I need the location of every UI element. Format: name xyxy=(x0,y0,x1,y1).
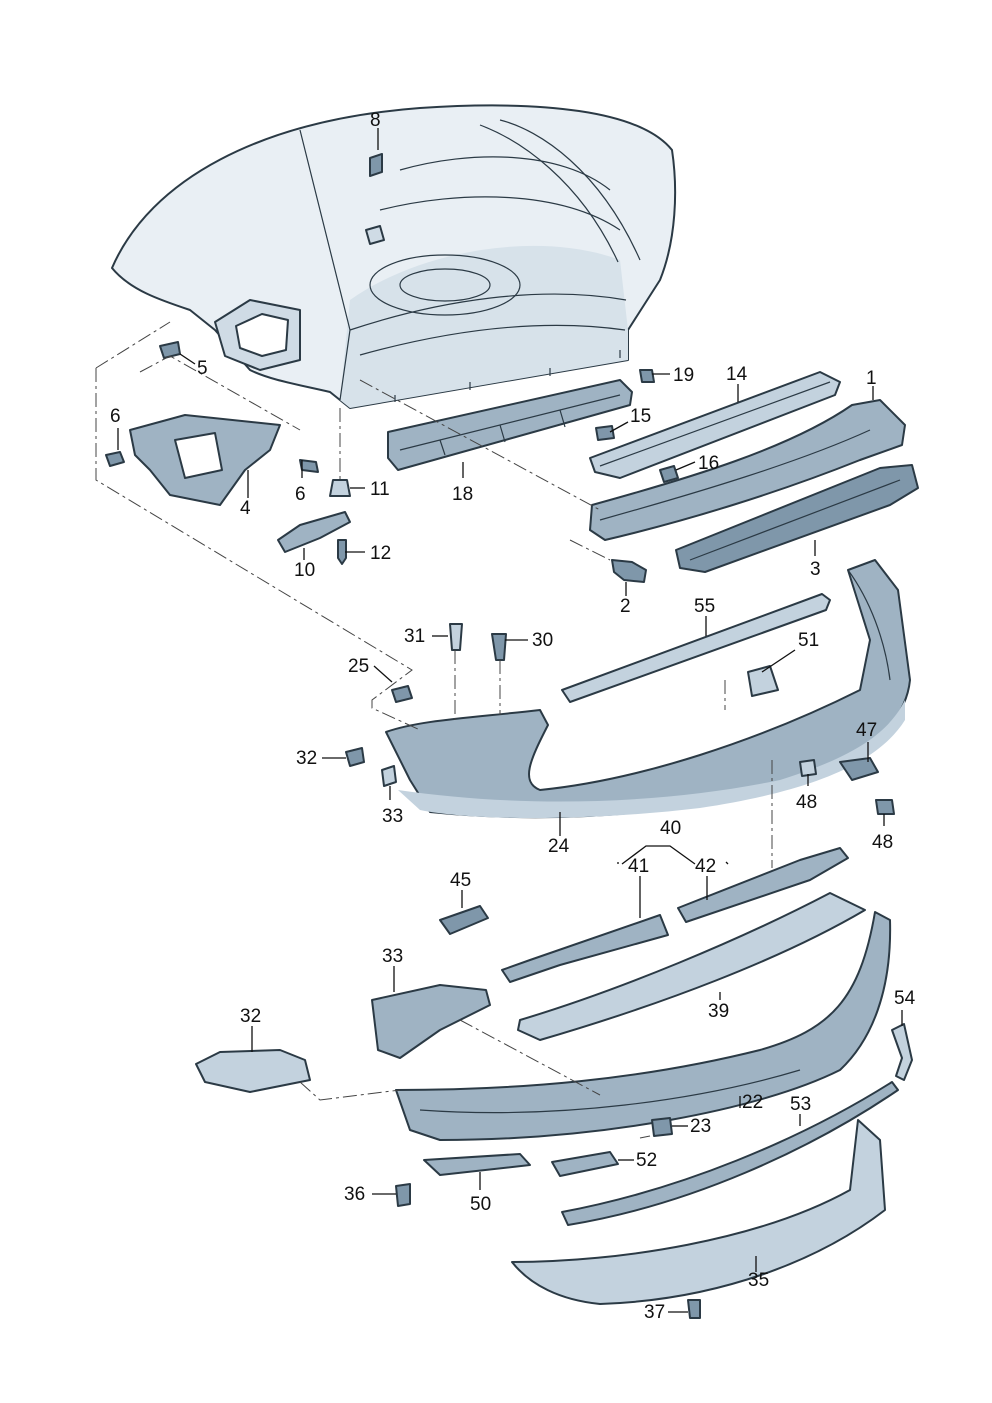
callout-53: 53 xyxy=(790,1094,811,1115)
part-39-carrier xyxy=(517,892,866,1041)
callout-32: 32 xyxy=(240,1006,261,1027)
part-18-trim-panel xyxy=(387,379,633,471)
callout-21: 25 xyxy=(348,656,369,677)
part-2-bolt xyxy=(611,559,647,583)
callout-2: 2 xyxy=(620,596,631,617)
callout-36: 36 xyxy=(344,1184,365,1205)
callout-22: 30 xyxy=(532,630,553,651)
callout-45: 45 xyxy=(450,870,471,891)
part-12-bolt xyxy=(337,539,347,565)
callout-6-left: 6 xyxy=(110,406,121,427)
part-21-clip xyxy=(391,685,413,703)
callout-35: 35 xyxy=(748,1270,769,1291)
callout-46: 47 xyxy=(856,720,877,741)
callout-3: 3 xyxy=(810,559,821,580)
callout-16: 16 xyxy=(698,453,719,474)
part-14-guide-mesh xyxy=(589,371,841,479)
part-47-screw xyxy=(875,799,895,815)
part-19-nut xyxy=(639,369,655,383)
part-55-step-strip xyxy=(561,593,831,703)
callout-37: 37 xyxy=(644,1302,665,1323)
part-42-guide-profile xyxy=(677,847,849,923)
part-20-bumper-cover xyxy=(385,559,911,819)
leader-lines xyxy=(117,128,903,1313)
part-30-lower-bumper xyxy=(395,911,892,1141)
callout-51: 51 xyxy=(798,630,819,651)
callout-47: 48 xyxy=(872,832,893,853)
callout-1: 1 xyxy=(866,368,877,389)
callout-14: 14 xyxy=(726,364,748,385)
part-32-side-trim xyxy=(195,1049,311,1093)
part-37-screw xyxy=(687,1299,701,1319)
callout-18: 18 xyxy=(452,484,473,505)
part-48-holder xyxy=(799,759,817,777)
callout-52: 52 xyxy=(636,1150,657,1171)
part-6-screw-right xyxy=(299,459,319,473)
part-35-diffuser xyxy=(511,1119,886,1305)
callout-40: 40 xyxy=(660,818,681,839)
callout-8: 8 xyxy=(370,110,381,131)
callout-10: 10 xyxy=(294,560,315,581)
callout-23: 31 xyxy=(404,626,425,647)
part-45-bracket xyxy=(439,905,489,935)
part-31-cover-cap xyxy=(651,1117,673,1137)
parts xyxy=(105,341,919,1319)
part-15-screw xyxy=(595,425,615,441)
callout-39: 39 xyxy=(708,1001,729,1022)
part-25-clip xyxy=(381,765,397,787)
part-24-screw xyxy=(345,747,365,767)
vehicle-rear-body xyxy=(111,104,677,409)
part-46-sensor xyxy=(839,757,879,781)
callout-15: 15 xyxy=(630,406,651,427)
callout-54: 54 xyxy=(894,988,916,1009)
callout-24: 32 xyxy=(296,748,317,769)
part-3-impact-absorber xyxy=(675,464,919,573)
callout-25: 33 xyxy=(382,806,403,827)
callout-6-right: 6 xyxy=(295,484,306,505)
part-51-bracket xyxy=(747,665,779,697)
part-41-guide-profile xyxy=(501,914,669,983)
part-11-clip xyxy=(329,479,351,497)
part-52-trim xyxy=(551,1151,619,1177)
assembly-lines xyxy=(95,321,773,1139)
callout-5: 5 xyxy=(197,358,208,379)
part-6-screw-left xyxy=(105,451,125,467)
callout-50: 50 xyxy=(470,1194,491,1215)
callout-19: 19 xyxy=(673,365,694,386)
part-33-side-bracket xyxy=(371,984,491,1059)
part-1-bracket xyxy=(589,399,906,541)
part-16-screw xyxy=(659,465,679,483)
callout-31: 23 xyxy=(690,1116,711,1137)
callout-42: 42 xyxy=(695,856,716,877)
part-10-bracket xyxy=(277,511,351,553)
callout-48: 48 xyxy=(796,792,817,813)
callout-55: 55 xyxy=(694,596,715,617)
callout-30: 22 xyxy=(742,1092,763,1113)
callout-12: 12 xyxy=(370,543,391,564)
part-54-trim-strip xyxy=(891,1023,913,1081)
callout-41: 41 xyxy=(628,856,649,877)
callout-4: 4 xyxy=(240,498,251,519)
part-36-screw xyxy=(395,1183,411,1207)
part-23-clip xyxy=(449,623,463,651)
callout-20: 24 xyxy=(548,836,570,857)
part-22-screw xyxy=(491,633,507,661)
part-53-trim-strip xyxy=(561,1081,899,1226)
part-50-trim xyxy=(423,1153,531,1176)
callout-11: 11 xyxy=(370,479,390,500)
callout-labels: 8 5 19 14 1 6 15 16 11 18 6 4 12 10 3 2 … xyxy=(110,110,916,1323)
callout-33: 33 xyxy=(382,946,403,967)
